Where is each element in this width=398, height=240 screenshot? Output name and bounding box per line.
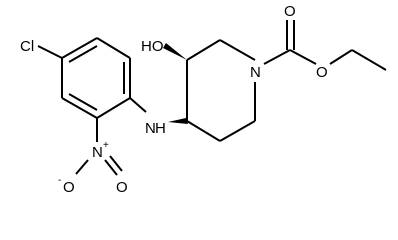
- carbonyl-oxygen-label: O: [284, 3, 296, 20]
- bond-carbonyl-ester-o: [289, 49, 317, 65]
- chlorine-atom-label: Cl: [20, 38, 34, 55]
- bond-ring-c2-c3: [96, 37, 131, 59]
- nitro-oxygen-single-label: O: [63, 179, 75, 196]
- wedge-bond-c3-oh: [163, 43, 187, 60]
- bond-nitro-n-o-double-b: [109, 155, 123, 172]
- amine-hydrogen-label: H: [155, 120, 166, 137]
- bond-pip-n1-c2: [219, 39, 256, 61]
- bond-n1-carbonyl-c: [263, 49, 291, 65]
- hydroxyl-label: HO: [141, 38, 164, 55]
- bond-pip-c4-c5: [186, 120, 221, 142]
- bond-ring-c5-c6: [61, 97, 98, 119]
- bond-nitro-n-o-double-a: [104, 159, 118, 176]
- ring-nitrogen-label: N: [250, 64, 261, 81]
- molecule-diagram: Cl N + O O - N H N HO O O: [20, 3, 387, 196]
- bond-aryl-nh: [129, 97, 147, 113]
- bond-ring-double-1: [68, 45, 98, 63]
- bond-ch2-ch3: [351, 49, 387, 71]
- bond-ring-c4-c5: [96, 97, 131, 119]
- nitro-oxygen-double-label: O: [116, 179, 128, 196]
- piperidine-ring: [186, 39, 256, 142]
- bond-pip-c2-c3: [186, 39, 221, 61]
- nitro-nitrogen-charge: +: [103, 140, 109, 151]
- bond-ring-double-3: [68, 93, 98, 111]
- structure-canvas: Cl N + O O - N H N HO O O: [20, 3, 387, 196]
- nitro-nitrogen-label: N: [92, 144, 103, 161]
- bond-ester-o-ch2: [329, 49, 353, 65]
- ester-oxygen-label: O: [316, 64, 328, 81]
- amine-nitrogen-label: N: [145, 120, 156, 137]
- nitro-oxygen-charge: -: [58, 175, 61, 186]
- bond-c-cl: [37, 45, 63, 59]
- bond-ring-c1-c2: [61, 37, 98, 59]
- wedge-bond-c4-nh: [168, 118, 188, 124]
- benzene-ring: [61, 37, 131, 119]
- bond-nitro-n-o-single: [75, 159, 89, 175]
- bond-pip-c5-c6: [219, 120, 256, 142]
